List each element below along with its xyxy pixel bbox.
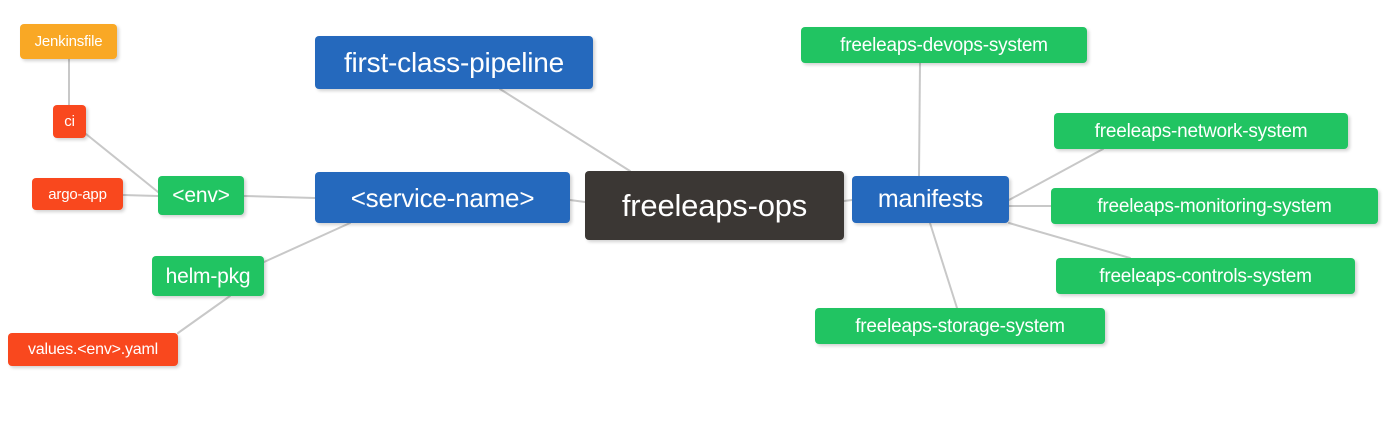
mindmap-node-freeleaps-ops[interactable]: freeleaps-ops [585,171,844,240]
mindmap-node-ci[interactable]: ci [53,105,86,138]
edge-e-helmpkg-servicename [263,222,351,263]
mindmap-node-label-freeleaps-network-system: freeleaps-network-system [1094,120,1308,142]
edge-e-env-servicename [243,195,316,199]
edge-e-manifests-controls [1008,222,1131,259]
mindmap-node-label-freeleaps-storage-system: freeleaps-storage-system [855,315,1065,337]
mindmap-node-freeleaps-network-system[interactable]: freeleaps-network-system [1054,113,1348,149]
mindmap-node-label-values-yaml: values.<env>.yaml [27,340,158,358]
mindmap-node-helm-pkg[interactable]: helm-pkg [152,256,264,296]
mindmap-node-label-freeleaps-ops: freeleaps-ops [621,188,808,223]
mindmap-node-freeleaps-monitoring-system[interactable]: freeleaps-monitoring-system [1051,188,1378,224]
mindmap-node-freeleaps-controls-system[interactable]: freeleaps-controls-system [1056,258,1355,294]
mindmap-node-jenkinsfile[interactable]: Jenkinsfile [20,24,117,59]
mindmap-node-label-manifests: manifests [877,185,984,213]
mindmap-node-label-ci: ci [64,113,75,130]
edge-e-servicename-ops [569,199,586,203]
mindmap-node-label-freeleaps-controls-system: freeleaps-controls-system [1099,265,1312,287]
edge-e-argoapp-env [122,194,159,197]
mindmap-node-first-class-pipeline[interactable]: first-class-pipeline [315,36,593,89]
mindmap-node-freeleaps-storage-system[interactable]: freeleaps-storage-system [815,308,1105,344]
mindmap-node-label-jenkinsfile: Jenkinsfile [34,33,103,50]
mindmap-node-label-freeleaps-monitoring-system: freeleaps-monitoring-system [1097,195,1332,217]
mindmap-node-service-name[interactable]: <service-name> [315,172,570,223]
edge-e-manifests-storage [929,222,958,309]
mindmap-node-label-service-name: <service-name> [350,182,535,213]
mindmap-node-manifests[interactable]: manifests [852,176,1009,223]
mindmap-node-freeleaps-devops-system[interactable]: freeleaps-devops-system [801,27,1087,63]
mindmap-node-label-env: <env> [172,184,230,207]
edge-e-valuesyaml-helmpkg [177,295,231,334]
mindmap-node-argo-app[interactable]: argo-app [32,178,123,210]
edge-e-manifests-devops [918,62,921,177]
mindmap-node-values-yaml[interactable]: values.<env>.yaml [8,333,178,366]
mindmap-node-label-freeleaps-devops-system: freeleaps-devops-system [840,34,1048,56]
edge-e-ops-manifests [843,199,853,202]
mindmap-node-label-argo-app: argo-app [48,185,107,203]
edge-e-pipeline-ops [499,88,631,172]
mindmap-node-label-helm-pkg: helm-pkg [165,264,251,288]
mindmap-node-env[interactable]: <env> [158,176,244,215]
mindmap-node-label-first-class-pipeline: first-class-pipeline [343,46,565,78]
